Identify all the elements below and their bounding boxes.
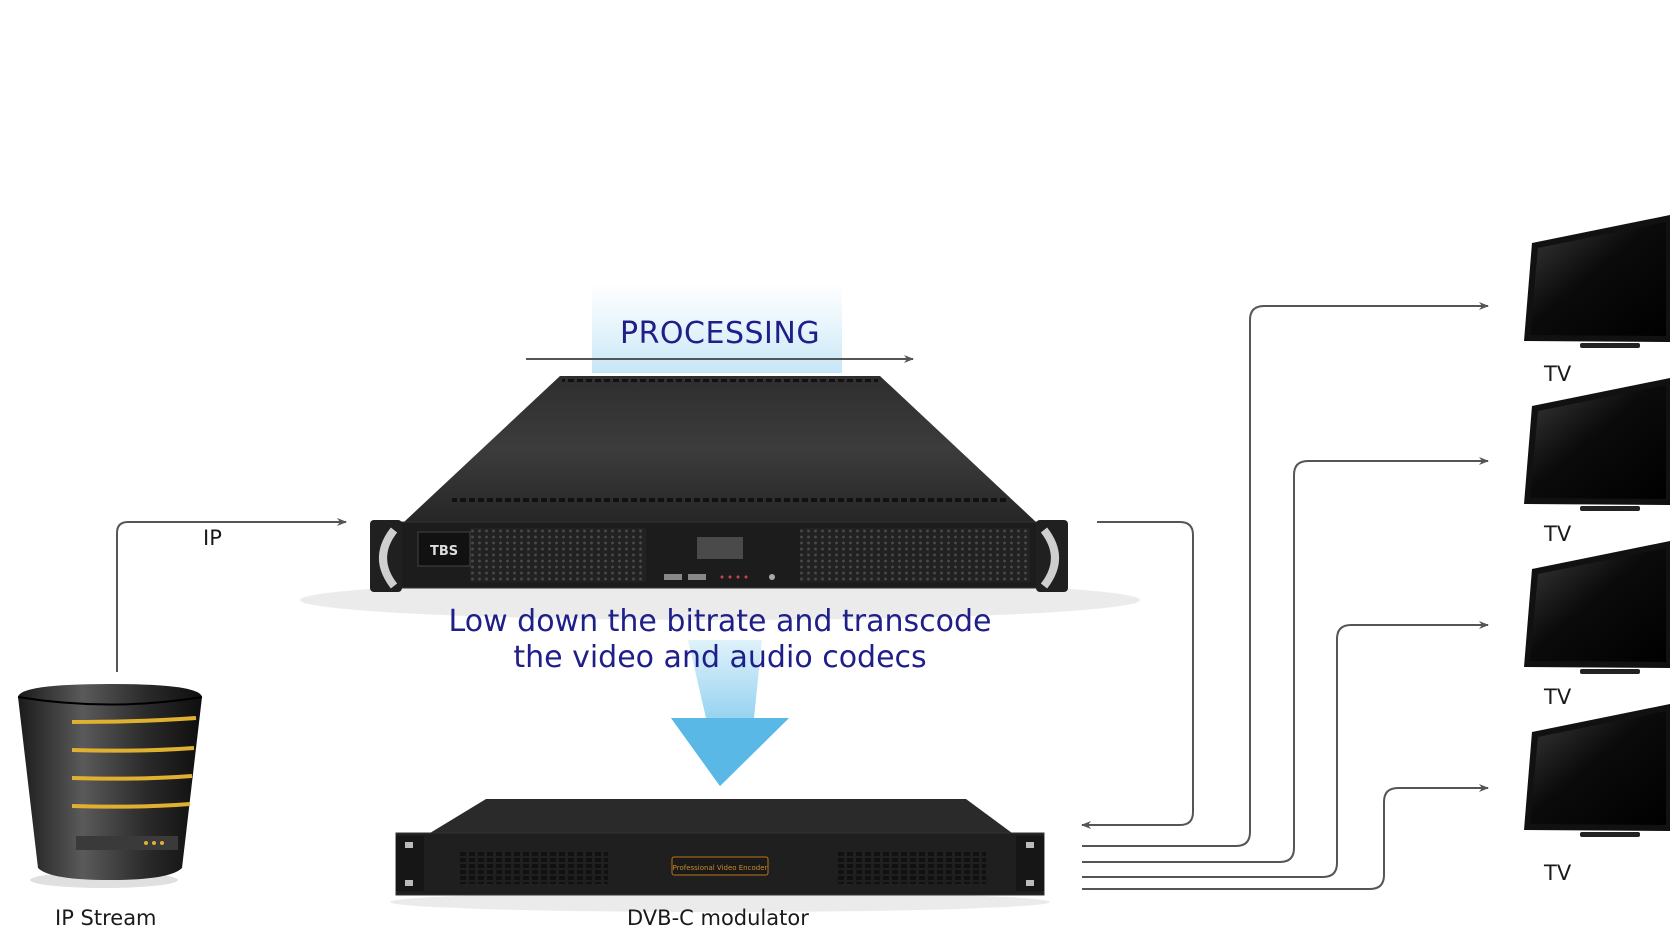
ip-label: IP bbox=[203, 526, 222, 550]
output-arrow-tv-4 bbox=[1082, 784, 1489, 890]
encoder-badge-text: Professional Video Encoder bbox=[673, 864, 768, 872]
tv-2 bbox=[1524, 378, 1670, 511]
encoder-badge bbox=[671, 856, 769, 876]
tv-label-3: TV bbox=[1544, 685, 1572, 709]
tv-3 bbox=[1524, 541, 1670, 674]
ip-arrow bbox=[116, 518, 347, 672]
transcoder-to-modulator-arrow bbox=[1081, 521, 1194, 829]
svg-text:TBS: TBS bbox=[430, 544, 458, 559]
description-line-1: Low down the bitrate and transcode bbox=[448, 604, 992, 639]
output-arrow-tv-3 bbox=[1082, 621, 1489, 878]
ip-stream-server bbox=[17, 684, 203, 888]
tv-label-2: TV bbox=[1544, 522, 1572, 546]
tv-label-1: TV bbox=[1544, 362, 1572, 386]
tv-4 bbox=[1524, 704, 1670, 837]
tv-1 bbox=[1524, 215, 1670, 348]
dvbc-modulator-label: DVB-C modulator bbox=[627, 906, 809, 930]
description-line-2: the video and audio codecs bbox=[513, 640, 927, 675]
tv-label-4: TV bbox=[1544, 861, 1572, 885]
output-arrow-tv-1 bbox=[1082, 302, 1489, 847]
processing-label: PROCESSING bbox=[620, 316, 821, 351]
dvbc-modulator-device bbox=[390, 799, 1050, 912]
transcoder-device: TBS bbox=[300, 376, 1140, 620]
output-arrow-tv-2 bbox=[1082, 457, 1489, 863]
description-text: Low down the bitrate and transcode the v… bbox=[400, 604, 1040, 676]
ip-stream-label: IP Stream bbox=[55, 906, 157, 930]
